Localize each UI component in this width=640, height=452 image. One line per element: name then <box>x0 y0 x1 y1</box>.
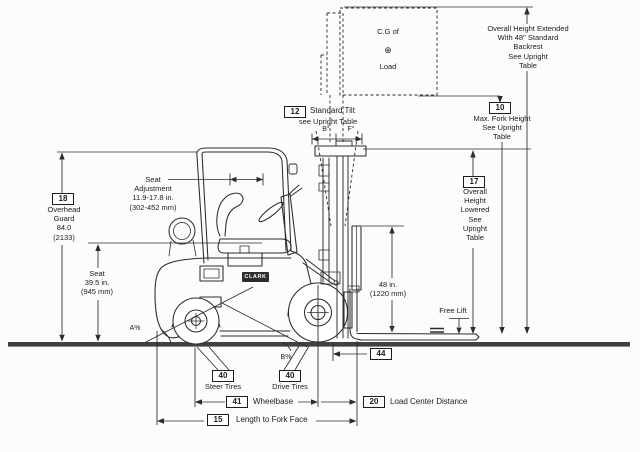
callout-44: 44 <box>370 348 392 360</box>
grade-line-b <box>221 302 308 352</box>
max-fork-height-label: Max. Fork Height See Upright Table <box>473 114 531 142</box>
overall-height-lowered-label: Overall Height Lowered See Upright Table <box>460 187 490 243</box>
load-center-distance-label: Load Center Distance <box>390 397 468 406</box>
callout-15: 15 <box>207 414 229 426</box>
dimension-arrowheads <box>59 7 530 424</box>
steer-wheel <box>172 297 220 345</box>
load-cg-label-top: C.G of <box>377 27 399 36</box>
callout-40-steer: 40 <box>212 370 234 382</box>
fork-and-carriage <box>343 225 480 341</box>
callout-40-drive: 40 <box>279 370 301 382</box>
load-cg-symbol: ⊕ <box>384 45 392 55</box>
seat-adjustment-label: Seat Adjustment 11.9-17.8 in. (302-452 m… <box>129 175 177 212</box>
standard-tilt-label: Standard Tilt <box>310 106 355 115</box>
wheelbase-label: Wheelbase <box>253 397 294 406</box>
ground-line <box>8 342 630 347</box>
brand-logo: CLARK <box>242 272 269 282</box>
callout-12: 12 <box>284 106 306 118</box>
load-box <box>339 7 438 96</box>
grade-b-label: B% <box>280 354 292 361</box>
overall-height-extended-label: Overall Height Extended With 48" Standar… <box>487 24 569 70</box>
standard-tilt-sub-label: see Upright Table <box>298 116 358 126</box>
load-cg-label-bottom: Load <box>379 62 397 71</box>
grade-a-label: A% <box>129 325 141 332</box>
forward-tilt-angle-label: F° <box>347 126 355 133</box>
overhead-guard-label: Overhead Guard 84.0 (2133) <box>47 205 81 242</box>
callout-20: 20 <box>363 396 385 408</box>
seat-height-label: Seat 39.5 in. (945 mm) <box>80 269 114 297</box>
backrest-height-label: 48 in. (1220 mm) <box>369 280 407 299</box>
forklift-truck <box>154 140 480 345</box>
grade-line-a <box>144 286 254 343</box>
dimension-lines <box>57 6 533 426</box>
free-lift-dim <box>449 318 469 327</box>
steer-tires-label: Steer Tires <box>204 382 242 391</box>
mast <box>314 140 367 339</box>
free-lift-label: Free Lift <box>439 306 467 315</box>
callout-10: 10 <box>489 102 511 114</box>
drive-tires-label: Drive Tires <box>272 382 308 391</box>
dashed-extended-outline <box>315 7 438 227</box>
back-tilt-angle-label: B° <box>322 126 330 133</box>
callout-17: 17 <box>463 176 485 188</box>
length-to-fork-face-label: Length to Fork Face <box>236 415 308 424</box>
callout-41: 41 <box>226 396 248 408</box>
callout-18: 18 <box>52 193 74 205</box>
